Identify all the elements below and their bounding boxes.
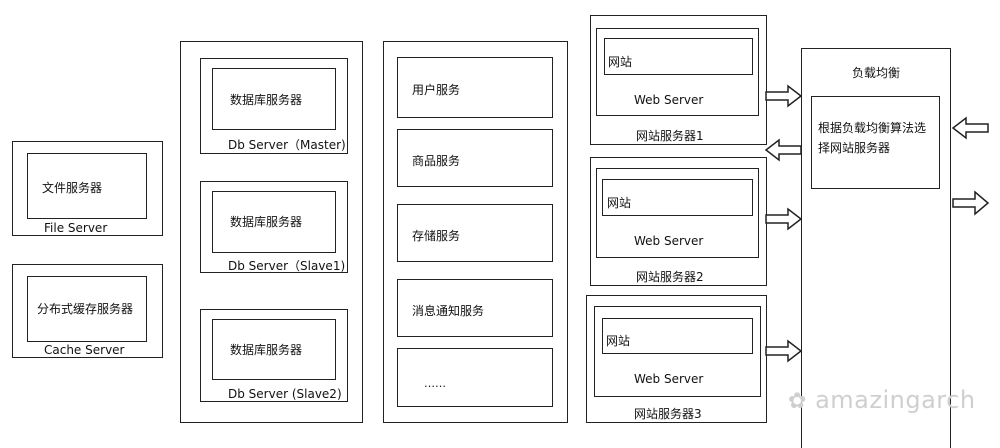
web-server2-caption: 网站服务器2 [636, 270, 704, 284]
db-slave1-caption: Db Server（Slave1) [228, 259, 346, 273]
arrow-out-icon [952, 190, 990, 216]
web-server1-server-label: Web Server [634, 93, 704, 107]
arrow-right-3-icon [765, 339, 803, 363]
arrow-right-1-icon [765, 84, 803, 108]
cache-server-caption: Cache Server [44, 343, 125, 357]
db-slave2-inner-box [212, 319, 336, 380]
service-product-box [397, 129, 553, 187]
load-balancer-title: 负载均衡 [852, 66, 901, 80]
watermark-text: amazingarch [815, 386, 976, 414]
cache-server-inner-label: 分布式缓存服务器 [37, 302, 134, 316]
arrow-left-1-icon [764, 138, 802, 162]
web-server3-site-label: 网站 [606, 334, 631, 348]
service-message-label: 消息通知服务 [412, 304, 485, 318]
web-server3-server-label: Web Server [634, 372, 704, 386]
db-master-caption: Db Server（Master) [228, 138, 346, 152]
file-server-inner-label: 文件服务器 [42, 181, 103, 195]
web-server2-site-label: 网站 [607, 196, 632, 210]
arrow-right-2-icon [765, 207, 803, 231]
web-server3-site-box [602, 318, 753, 354]
db-slave2-caption: Db Server (Slave2) [228, 387, 342, 401]
service-product-label: 商品服务 [412, 154, 461, 168]
service-more-box [397, 348, 553, 407]
db-master-inner-label: 数据库服务器 [230, 93, 303, 107]
db-slave1-inner-label: 数据库服务器 [230, 215, 303, 229]
cache-server-inner-box [27, 276, 147, 342]
web-server2-site-box [602, 179, 753, 216]
service-more-label: …… [424, 377, 446, 390]
service-message-box [397, 279, 553, 337]
web-server1-site-label: 网站 [608, 55, 633, 69]
db-slave1-inner-box [212, 191, 336, 253]
web-server3-caption: 网站服务器3 [634, 407, 702, 421]
arrow-in-icon [951, 116, 989, 140]
db-master-inner-box [212, 68, 336, 130]
file-server-caption: File Server [44, 221, 108, 235]
wechat-icon: ✿ [788, 389, 807, 414]
watermark: ✿ amazingarch [788, 386, 976, 414]
service-storage-label: 存储服务 [412, 229, 461, 243]
load-balancer-algo-line1: 根据负载均衡算法选 [818, 121, 927, 135]
service-user-label: 用户服务 [412, 83, 461, 97]
file-server-inner-box [27, 153, 147, 219]
web-server1-caption: 网站服务器1 [636, 129, 704, 143]
service-storage-box [397, 204, 553, 262]
service-user-box [397, 57, 553, 118]
web-server2-server-label: Web Server [634, 234, 704, 248]
load-balancer-algo-line2: 择网站服务器 [818, 141, 891, 155]
load-balancer-algo-box [811, 96, 940, 189]
db-slave2-inner-label: 数据库服务器 [230, 343, 303, 357]
web-server1-site-box [604, 38, 753, 75]
